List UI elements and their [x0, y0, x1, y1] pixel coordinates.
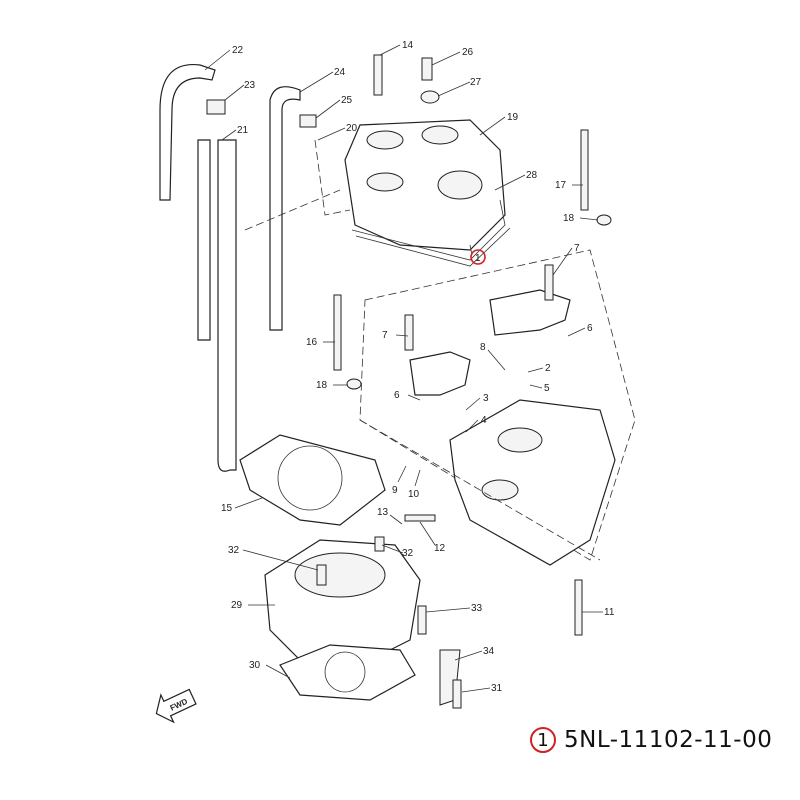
cylinder-head: [449, 399, 616, 566]
callout-label: 12: [434, 543, 446, 554]
callout-label: 32: [402, 548, 414, 559]
spark-plug: [373, 54, 383, 96]
head-port: [481, 479, 519, 501]
camshaft-cap: [409, 351, 471, 396]
callout-label: 33: [471, 603, 483, 614]
callout-label: 14: [402, 40, 414, 51]
hose-clamp: [206, 99, 226, 115]
callout-label: 26: [462, 47, 474, 58]
bolt: [421, 57, 433, 81]
callout-label: 16: [306, 337, 318, 348]
leader-lines: [204, 44, 603, 693]
callout-label: 27: [470, 77, 482, 88]
dowel-pin: [316, 564, 327, 586]
gasket-bore: [277, 445, 343, 511]
cylinder-bore: [294, 552, 386, 598]
callout-label: 9: [392, 485, 398, 496]
bolt: [544, 264, 554, 301]
callout-label: 23: [244, 80, 256, 91]
hose-clamp: [299, 114, 317, 128]
cover-gasket: [351, 199, 506, 261]
callout-label: 13: [377, 507, 389, 518]
cover-boss: [366, 172, 404, 192]
callout-label: 29: [231, 600, 243, 611]
callout-label: 32: [228, 545, 240, 556]
head-port: [497, 427, 543, 453]
dowel-pin: [374, 536, 385, 552]
base-gasket: [279, 644, 416, 701]
callout-label: 18: [316, 380, 328, 391]
callout-label: 25: [341, 95, 353, 106]
bolt: [452, 679, 462, 709]
cover-boss: [366, 130, 404, 150]
callout-label: 21: [237, 125, 249, 136]
callout-label: 10: [408, 489, 420, 500]
breather-hose-mid: [269, 86, 301, 331]
highlight-callout-label: 1: [475, 253, 481, 264]
breather-hose-top: [159, 63, 216, 201]
callout-label: 11: [604, 607, 615, 618]
gasket-bore: [324, 651, 366, 693]
valve-cover: [344, 119, 506, 251]
callout-label: 8: [480, 342, 486, 353]
head-gasket: [239, 434, 386, 526]
callout-label: 22: [232, 45, 244, 56]
callout-label: 24: [334, 67, 346, 78]
callout-label: 15: [221, 503, 233, 514]
hose-vertical: [197, 139, 211, 341]
grommet: [420, 90, 440, 104]
callout-label: 6: [394, 390, 400, 401]
stud-bolt: [333, 294, 342, 371]
part-marker-circle: 1: [530, 727, 556, 753]
part-number-text: 5NL-11102-11-00: [564, 727, 773, 753]
callout-label: 6: [587, 323, 593, 334]
callout-label: 4: [481, 415, 487, 426]
bolt: [417, 605, 427, 635]
callout-label: 3: [483, 393, 489, 404]
fwd-arrow-icon: FWD: [155, 688, 197, 724]
camshaft-cap: [489, 289, 571, 336]
callout-label: 31: [491, 683, 503, 694]
callout-label: 28: [526, 170, 538, 181]
highlight-callout-circle: [470, 249, 486, 265]
callout-label: 19: [507, 112, 519, 123]
callout-label: 34: [483, 646, 495, 657]
callout-label: 7: [382, 330, 388, 341]
part-number-caption: 1 5NL-11102-11-00: [530, 727, 772, 753]
washer: [346, 378, 362, 390]
stud-bolt: [580, 129, 589, 211]
cover-boss: [421, 125, 459, 145]
callout-label: 20: [346, 123, 358, 134]
callout-label: 30: [249, 660, 261, 671]
callout-label: 18: [563, 213, 575, 224]
callout-label: 5: [544, 383, 550, 394]
cover-gasket: [355, 227, 511, 267]
assembly-outline: [359, 249, 636, 561]
stud-bolt: [404, 514, 436, 522]
bolt: [404, 314, 414, 351]
callout-label: 2: [545, 363, 551, 374]
washer: [596, 214, 612, 226]
callout-label: 17: [555, 180, 567, 191]
callout-labels: 22 23 21 24 25 20 14 26 27 19 28 17 18 7…: [221, 40, 615, 694]
stud-bolt: [574, 579, 583, 636]
cover-boss: [437, 170, 483, 200]
callout-label: 7: [574, 243, 580, 254]
breather-hose-left: [217, 139, 237, 472]
